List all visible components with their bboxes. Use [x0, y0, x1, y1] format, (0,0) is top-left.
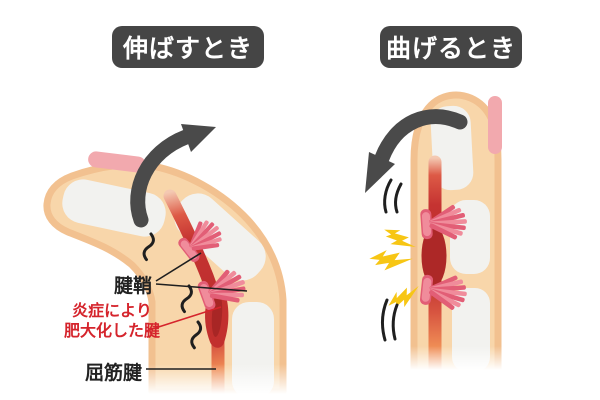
left-finger-bottom-fade — [140, 364, 305, 400]
motion-lines-icon — [383, 178, 403, 214]
inflamed-tendon-label-line1: 炎症により — [72, 303, 152, 320]
inflamed-tendon-label-line2: 肥大化した腱 — [63, 323, 160, 340]
left-panel-title-badge: 伸ばすとき — [112, 26, 264, 68]
left-middle-phalanx-bone — [174, 193, 266, 281]
bend-arrow-icon — [365, 109, 468, 193]
tendon-sheath-leader-line-lower — [155, 283, 248, 292]
tendon-sheath-leader-line-upper — [155, 252, 202, 282]
inflamed-tendon-leader-line — [145, 306, 222, 332]
right-swollen-tendon-nodule — [421, 226, 447, 286]
pain-lightning-icon — [368, 249, 414, 272]
right-fingernail — [488, 96, 502, 154]
right-finger-bottom-fade — [405, 346, 520, 380]
flexor-tendon-label: 屈筋腱 — [84, 363, 142, 384]
inflamed-tendon-label: 炎症により 肥大化した腱 — [54, 302, 170, 342]
left-fingernail — [88, 151, 146, 173]
extend-arrow-icon — [130, 124, 216, 228]
right-panel-title-badge: 曲げるとき — [380, 26, 522, 68]
motion-lines-icon — [381, 298, 399, 342]
right-middle-phalanx-bone — [450, 200, 490, 274]
tendon-sheath-label: 腱鞘 — [113, 276, 152, 297]
